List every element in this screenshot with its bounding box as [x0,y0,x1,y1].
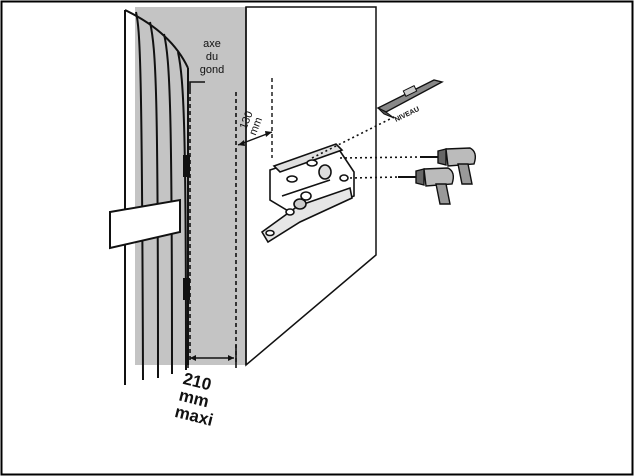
axe-label-line2: du [206,51,218,63]
guide-lines [311,115,421,179]
lower-hinge [183,278,190,300]
drill-lower [398,167,455,205]
dimension-210 [187,92,237,368]
axe-label-line1: axe [203,38,221,50]
dimension-130 [237,78,273,158]
pillar-face [135,7,246,365]
hinge-axis [189,81,205,360]
axe-label-line3: gond [200,64,224,76]
mounting-bracket [260,143,355,244]
upper-hinge [183,155,190,177]
gate-rail [109,198,181,250]
drill-upper [420,147,477,185]
